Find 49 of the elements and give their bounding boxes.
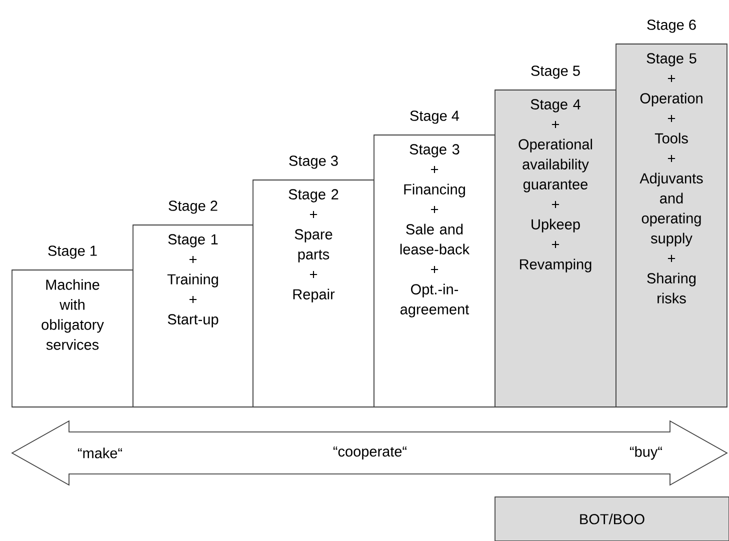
node-label: +	[552, 120, 560, 128]
node-label: Stage 5	[646, 53, 696, 66]
stage-box: Stage 2 + Spare parts + Repair	[252, 180, 374, 408]
node-label: Sale and lease-back	[400, 224, 470, 254]
node-label: +	[310, 210, 318, 218]
stage-heading: Stage 6	[647, 20, 696, 33]
stage-heading: Stage 3	[289, 156, 338, 169]
node-label: +	[310, 270, 318, 278]
node-label: Start-up	[168, 314, 218, 328]
stage-box: Stage 1 + Training + Start-up	[132, 224, 254, 408]
node-label: Spare parts	[294, 229, 332, 262]
node-label: Stage 3	[410, 144, 460, 158]
arrow-label: “buy“	[630, 446, 662, 460]
node-label: Repair	[293, 288, 335, 302]
stage-box: Stage 4 + Operational availability guarantee + Upkeep + Revamping	[494, 90, 616, 408]
stage-heading: Stage 1	[48, 246, 97, 259]
node-label: Opt.-in-agreement	[400, 284, 470, 318]
node-label: Operational availability guarantee	[518, 138, 592, 192]
node-label: Revamping	[520, 258, 592, 272]
node-label: +	[189, 296, 197, 304]
node-label: +	[430, 206, 438, 214]
bar-box: BOT/BOO	[494, 496, 729, 541]
node-label: Adjuvants and operating supply	[640, 172, 703, 246]
node-label: Upkeep	[532, 218, 580, 232]
stage-box: Stage 5 + Operation + Tools + Adjuvants and operating supply + Sharing risks	[616, 44, 728, 408]
stage-heading: Stage 2	[168, 200, 218, 214]
node-label: Operation	[640, 92, 702, 106]
node-label: Financing	[404, 184, 465, 198]
node-label: Stage 2	[288, 189, 338, 202]
node-label: +	[552, 200, 560, 208]
node-label: Stage 1	[168, 234, 218, 248]
arrow-label: “make“	[78, 448, 122, 458]
node-label: +	[668, 154, 676, 162]
stage-box: Stage 3 + Financing + Sale and lease-back + Opt.-in-agreement	[374, 134, 496, 408]
node-label: Sharing risks	[647, 272, 696, 304]
node-label: +	[430, 266, 438, 274]
stage-box: Machine with obligatory services	[12, 270, 134, 408]
node-label: +	[668, 254, 676, 262]
node-label: +	[552, 240, 560, 248]
arrow-label: “cooperate“	[333, 446, 407, 460]
stage-heading: Stage 4	[410, 110, 460, 124]
node-label: +	[668, 114, 676, 122]
node-label: Training	[167, 274, 218, 288]
node-label: +	[668, 74, 676, 82]
node-label: Stage 4	[530, 99, 580, 112]
node-label: Tools	[654, 132, 688, 144]
node-label: +	[189, 256, 197, 264]
node-label: +	[430, 166, 438, 174]
stage-heading: Stage 5	[531, 66, 580, 79]
